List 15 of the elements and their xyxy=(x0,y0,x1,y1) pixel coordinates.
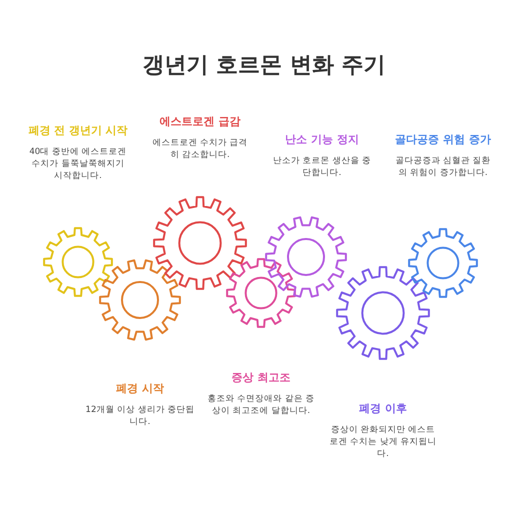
step-description: 증상이 완화되지만 에스트로겐 수치는 낮게 유지됩니다. xyxy=(328,424,438,460)
step-heading: 에스트로겐 급감 xyxy=(158,115,242,129)
step-heading: 골다공증 위험 증가 xyxy=(394,133,492,147)
step-heading: 증상 최고조 xyxy=(230,371,292,385)
step-description: 골다공증과 심혈관 질환의 위험이 증가합니다. xyxy=(394,155,492,179)
step-heading: 폐경 시작 xyxy=(115,382,165,396)
step-description: 에스트로겐 수치가 급격히 감소합니다. xyxy=(151,137,249,161)
step-heading: 폐경 전 갱년기 시작 xyxy=(28,124,128,138)
step-description: 홍조와 수면장애와 같은 증상이 최고조에 달합니다. xyxy=(206,393,316,417)
diagram-title: 갱년기 호르몬 변화 주기 xyxy=(142,52,386,80)
step-heading: 난소 기능 정지 xyxy=(284,133,360,147)
step-heading: 폐경 이후 xyxy=(358,402,408,416)
step-description: 12개월 이상 생리가 중단됩니다. xyxy=(85,404,195,428)
step-description: 난소가 호르몬 생산을 중단합니다. xyxy=(272,155,372,179)
step-description: 40대 중반에 에스트로겐 수치가 들쭉날쭉해지기 시작합니다. xyxy=(28,146,128,182)
